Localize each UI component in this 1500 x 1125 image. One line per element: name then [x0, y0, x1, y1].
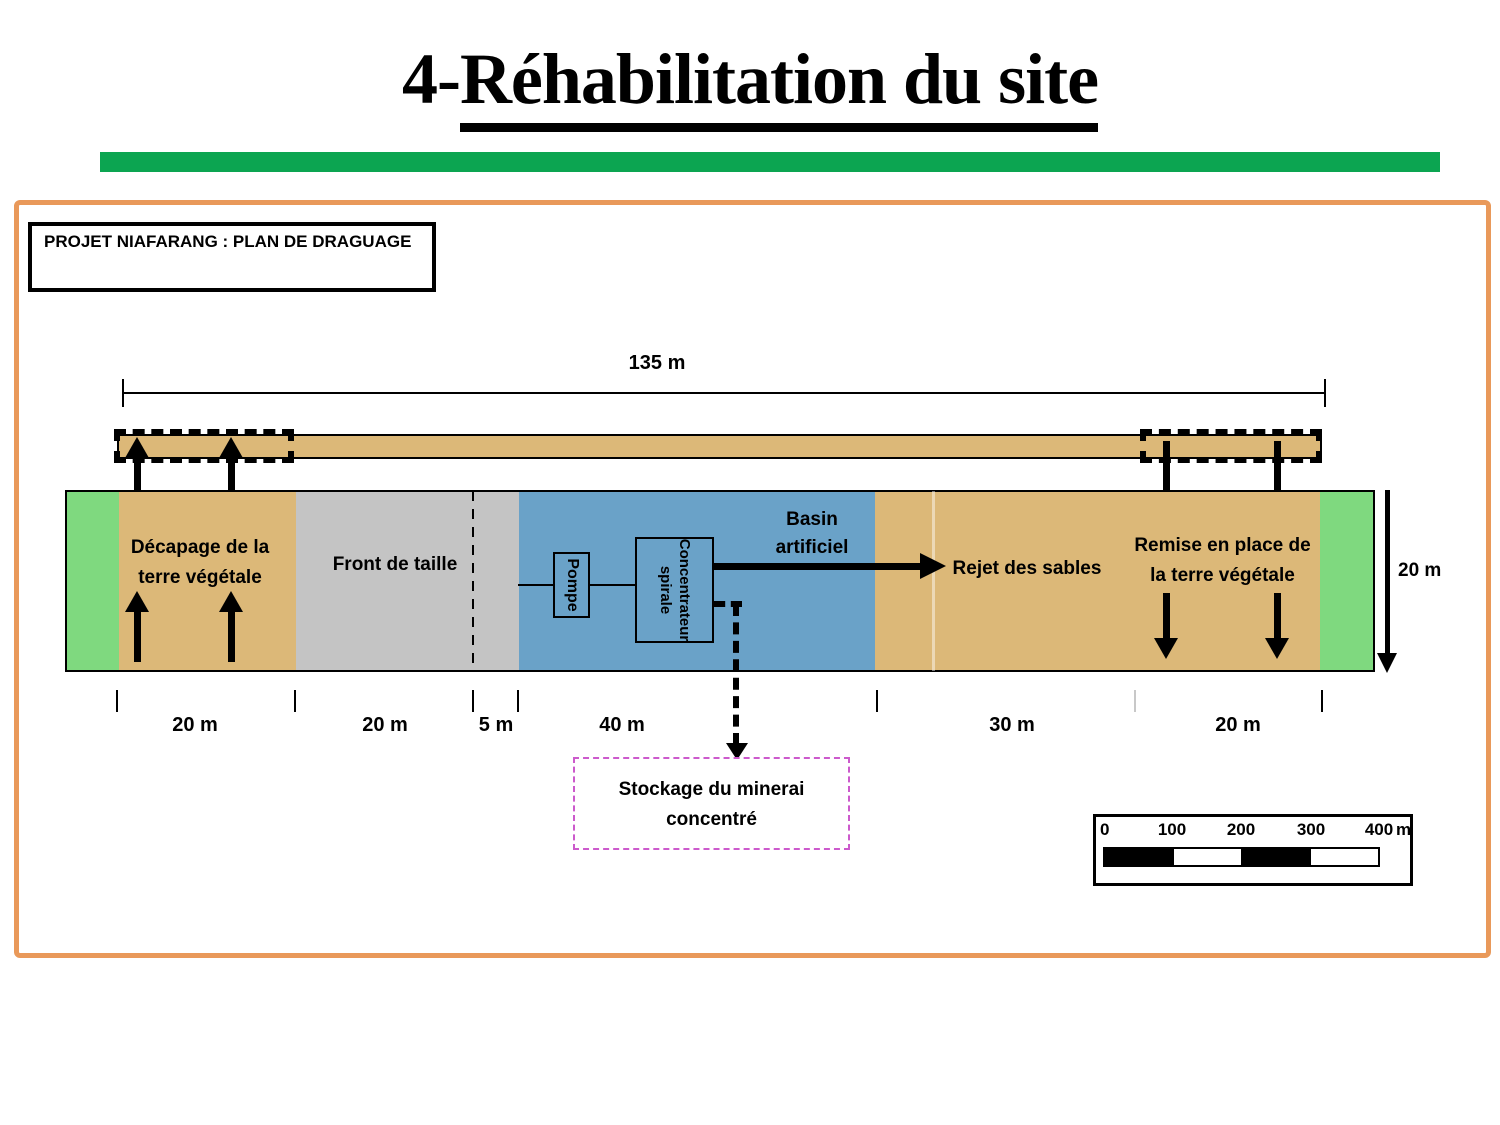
up-arrow-icon	[219, 437, 243, 458]
scalebar-segment-black	[1240, 849, 1310, 865]
page-title-main: Réhabilitation du site	[459, 39, 1099, 132]
depth-arrow-shaft	[1385, 490, 1390, 657]
vegetation-segment-left	[67, 492, 119, 670]
down-arrow-icon	[1377, 653, 1397, 673]
dashed-connector-horizontal	[714, 601, 742, 607]
width-label-remise: 20 m	[1215, 714, 1261, 736]
width-label-bench: 5 m	[478, 714, 514, 736]
scalebar-segment-white	[1309, 849, 1378, 865]
down-arrow-icon	[1265, 638, 1289, 659]
basin-label-line2: artificiel	[775, 537, 849, 558]
rejet-segment	[874, 492, 1321, 670]
scalebar-segment-white	[1171, 849, 1241, 865]
dimension-end-tick-left	[122, 379, 124, 407]
bench-dashed-divider	[472, 491, 474, 671]
down-arrow-shaft	[1163, 441, 1170, 505]
faint-divider	[932, 491, 935, 671]
up-arrow-icon	[125, 437, 149, 458]
up-arrow-shaft	[134, 609, 141, 662]
width-label-front: 20 m	[362, 714, 408, 736]
topsoil-strip	[117, 434, 1322, 459]
stockage-box: Stockage du minerai concentré	[573, 757, 850, 850]
decapage-label-line2: terre végétale	[138, 567, 262, 588]
plan-header-box	[28, 222, 436, 292]
concentrateur-box: Concentrateur spirale	[635, 537, 714, 643]
total-width-label: 135 m	[628, 352, 686, 374]
width-tick	[472, 690, 474, 712]
stockage-label-line1: Stockage du minerai	[618, 779, 805, 800]
width-tick	[517, 690, 519, 712]
page-title-prefix: 4-	[401, 39, 461, 119]
scalebar-label-0: 0	[1100, 820, 1110, 839]
total-dimension-line	[123, 392, 1326, 394]
width-label-rejet: 30 m	[989, 714, 1035, 736]
down-arrow-icon	[1154, 638, 1178, 659]
vegetation-segment-right	[1320, 492, 1373, 670]
down-arrow-shaft	[1274, 593, 1281, 640]
front-de-taille-label: Front de taille	[332, 554, 458, 575]
page-title: 4-Réhabilitation du site	[0, 38, 1500, 132]
concentrateur-label-line2: spirale	[656, 565, 674, 615]
topsoil-replacement-dashed-zone	[1140, 429, 1322, 463]
scalebar-bar	[1103, 847, 1380, 867]
scalebar-label-300: 300	[1296, 820, 1326, 839]
scalebar-label-400: 400	[1364, 820, 1394, 839]
scalebar-label-100: 100	[1157, 820, 1187, 839]
scalebar-unit-label: m	[1396, 820, 1412, 839]
width-tick	[876, 690, 878, 712]
width-tick	[294, 690, 296, 712]
depth-label: 20 m	[1398, 560, 1442, 581]
width-tick	[116, 690, 118, 712]
basin-label-line1: Basin	[786, 509, 838, 530]
pompe-box: Pompe	[553, 552, 590, 618]
stockage-label-line2: concentré	[666, 809, 757, 830]
basin-segment	[518, 492, 875, 670]
up-arrow-shaft	[228, 609, 235, 662]
width-tick	[1321, 690, 1323, 712]
down-arrow-shaft	[1274, 441, 1281, 505]
down-arrow-shaft	[1163, 593, 1170, 640]
dashed-connector-vertical	[733, 604, 739, 745]
cross-section-band	[65, 490, 1375, 672]
plan-header-label: PROJET NIAFARANG : PLAN DE DRAGUAGE	[44, 232, 412, 251]
remise-label-line2: la terre végétale	[1150, 565, 1295, 586]
topsoil-removal-dashed-zone	[114, 429, 294, 463]
decapage-segment	[118, 492, 297, 670]
scalebar-label-200: 200	[1226, 820, 1256, 839]
decapage-label-line1: Décapage de la	[130, 537, 270, 558]
rejet-des-sables-label: Rejet des sables	[952, 558, 1102, 579]
pipe-line	[590, 584, 635, 586]
up-arrow-icon	[125, 591, 149, 612]
width-tick-faint	[1134, 690, 1136, 712]
scalebar-segment-black	[1105, 849, 1172, 865]
width-label-basin: 40 m	[599, 714, 645, 736]
dimension-end-tick-right	[1324, 379, 1326, 407]
pompe-label: Pompe	[563, 558, 581, 612]
right-arrow-icon	[920, 553, 946, 579]
remise-label-line1: Remise en place de	[1134, 535, 1311, 556]
front-de-taille-segment	[296, 492, 519, 670]
concentrateur-label-line1: Concentrateur	[675, 538, 693, 642]
down-arrow-icon	[726, 743, 748, 760]
up-arrow-icon	[219, 591, 243, 612]
title-accent-bar	[100, 152, 1440, 172]
flow-arrow-shaft	[714, 563, 922, 570]
pipe-line	[518, 584, 553, 586]
width-label-decapage: 20 m	[172, 714, 218, 736]
